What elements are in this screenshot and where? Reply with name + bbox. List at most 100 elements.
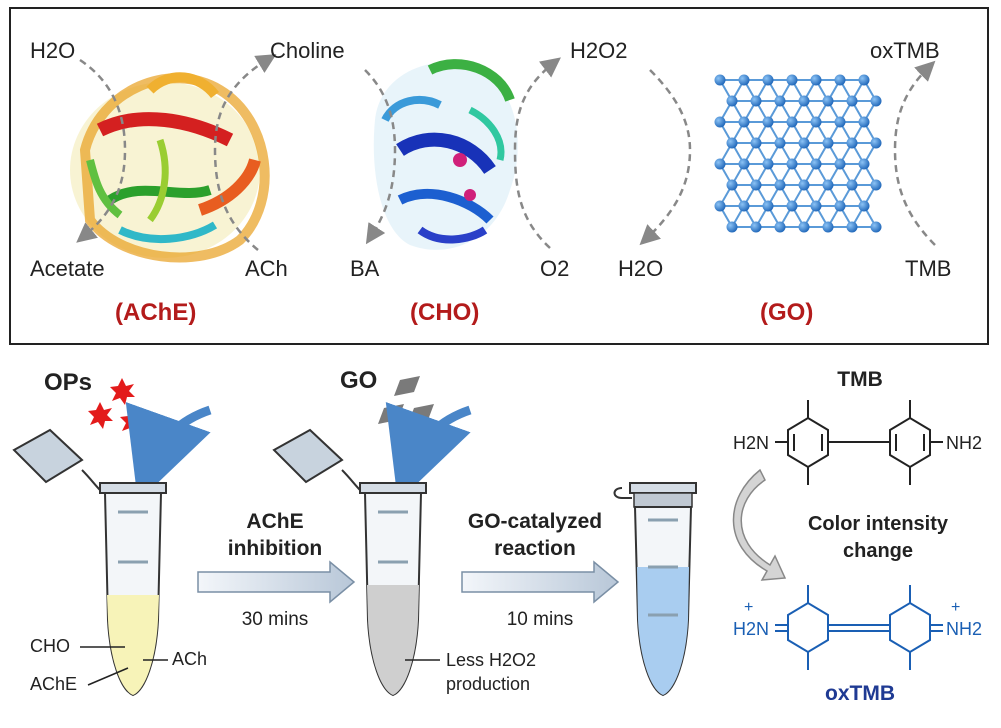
graphene-atom [726, 137, 738, 149]
graphene-atom [810, 200, 822, 212]
graphene-atom [750, 179, 762, 191]
graphene-atom [786, 74, 798, 86]
graphene-atom [858, 116, 870, 128]
ops-star-icons [88, 378, 145, 435]
tube-3-result [613, 482, 697, 697]
go-in-right-label: TMB [905, 256, 951, 281]
graphene-atom [834, 158, 846, 170]
graphene-atom [774, 221, 786, 233]
graphene-atom [810, 116, 822, 128]
cho-out-left-label: BA [350, 256, 380, 281]
graphene-atom [762, 116, 774, 128]
graphene-atom [810, 74, 822, 86]
step-2-line-1: GO-catalyzed [468, 510, 602, 533]
graphene-atom [714, 158, 726, 170]
graphene-atom [846, 137, 858, 149]
color-change-line-2: change [843, 540, 913, 562]
go-labels: H2O TMB oxTMB (GO) [618, 38, 951, 326]
tmb-structure [775, 400, 943, 485]
oxtmb-structure [775, 585, 943, 670]
graphene-atom [822, 137, 834, 149]
graphene-atom [714, 116, 726, 128]
graphene-atom [846, 179, 858, 191]
cho-enzyme-name: (CHO) [410, 299, 479, 326]
go-addition-arrow [385, 402, 472, 502]
graphene-atom [726, 95, 738, 107]
step-2-time: 10 mins [507, 609, 574, 630]
ache-enzyme-name: (AChE) [115, 299, 196, 326]
go-flake-icons [378, 376, 434, 424]
oxtmb-right-charge: + [951, 599, 960, 616]
graphene-atom [762, 74, 774, 86]
graphene-atom [726, 179, 738, 191]
go-material-name: (GO) [760, 299, 813, 326]
cho-in-right-label: O2 [540, 256, 569, 281]
graphene-oxide-lattice [714, 74, 882, 233]
graphene-atom [714, 74, 726, 86]
ops-addition-arrow [125, 402, 212, 502]
cho-labels: BA O2 H2O2 (CHO) [350, 38, 627, 326]
tmb-right-amine: NH2 [946, 433, 982, 453]
graphene-atom [870, 95, 882, 107]
conversion-arrow [732, 468, 787, 581]
step-2-arrow [461, 560, 620, 604]
ache-in-left-label: H2O [30, 38, 75, 63]
graphene-atom [846, 221, 858, 233]
graphene-atom [738, 200, 750, 212]
graphene-atom [750, 137, 762, 149]
ache-labels: H2O Acetate Choline ACh (AChE) [30, 38, 345, 326]
graphene-atom [870, 179, 882, 191]
graphene-atom [858, 74, 870, 86]
graphene-atom [786, 116, 798, 128]
tube-2-lid-icon [272, 428, 344, 484]
graphene-atom [786, 200, 798, 212]
graphene-atom [858, 200, 870, 212]
graphene-atom [750, 95, 762, 107]
tube-2-inhibited [272, 428, 427, 697]
ache-out-right-label: Choline [270, 38, 345, 63]
step-2-line-2: reaction [494, 537, 576, 560]
go-out-left-label: H2O [618, 256, 663, 281]
graphene-atom [774, 137, 786, 149]
tube-1-contents-labels: CHO AChE ACh [30, 636, 207, 694]
step-1-time: 30 mins [242, 609, 309, 630]
graphene-atom [822, 221, 834, 233]
graphene-atom [798, 95, 810, 107]
graphene-atom [774, 179, 786, 191]
graphene-atom [846, 95, 858, 107]
tube-2-label-line-1: Less H2O2 [446, 650, 536, 670]
graphene-atom [738, 158, 750, 170]
tube-1-cho-label: CHO [30, 636, 70, 656]
oxtmb-left-charge: + [744, 599, 753, 616]
step-1-line-1: AChE [246, 510, 303, 533]
cho-out-right-label: H2O2 [570, 38, 627, 63]
graphene-atom [750, 221, 762, 233]
graphene-atom [870, 137, 882, 149]
tmb-left-amine: H2N [733, 433, 769, 453]
graphene-atom [822, 179, 834, 191]
go-out-right-label: oxTMB [870, 38, 940, 63]
graphene-atom [738, 116, 750, 128]
graphene-atom [762, 200, 774, 212]
ache-protein-structure [70, 72, 270, 263]
graphene-atom [810, 158, 822, 170]
graphene-atom [834, 116, 846, 128]
graphene-atom [858, 158, 870, 170]
graphene-atom [738, 74, 750, 86]
tube-2-label-line-2: production [446, 674, 530, 694]
graphene-atom [870, 221, 882, 233]
graphene-atom [798, 137, 810, 149]
tmb-title: TMB [837, 368, 883, 391]
tube-1-ache-label: AChE [30, 674, 77, 694]
oxtmb-right-iminium: NH2 [946, 619, 982, 639]
tube-1-lid-icon [12, 428, 84, 484]
color-change-line-1: Color intensity [808, 513, 949, 535]
graphene-atom [786, 158, 798, 170]
oxtmb-title: oxTMB [825, 682, 895, 705]
oxtmb-left-iminium: H2N [733, 619, 769, 639]
top-reaction-arrows [76, 54, 936, 251]
step-1-line-2: inhibition [228, 537, 322, 560]
graphene-atom [822, 95, 834, 107]
ache-out-left-label: Acetate [30, 256, 105, 281]
